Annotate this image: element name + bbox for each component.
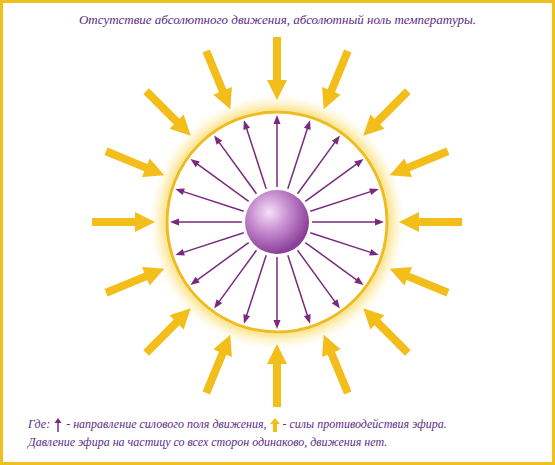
ether-arrow	[267, 344, 287, 407]
particle-sphere	[245, 190, 309, 254]
legend-text: - силы противодействия эфира.	[283, 417, 447, 432]
note-row: Давление эфира на частицу со всех сторон…	[28, 435, 533, 450]
ether-arrow	[399, 212, 462, 232]
ether-arrow	[197, 47, 240, 113]
ether-arrow	[102, 142, 168, 185]
ether-arrow	[197, 331, 240, 397]
field-arrow	[295, 133, 343, 195]
field-arrow	[211, 133, 259, 195]
legend-arrow-icon	[53, 418, 63, 432]
legend-block: Где: - направление силового поля движения…	[28, 417, 533, 453]
legend-arrow-icon	[270, 418, 280, 432]
field-arrow	[241, 254, 270, 325]
legend-row: Где: - направление силового поля движения…	[28, 417, 533, 432]
title: Отсутствие абсолютного движения, абсолют…	[0, 12, 555, 28]
ether-arrow	[139, 301, 198, 360]
ether-arrow	[92, 212, 155, 232]
field-arrow	[211, 248, 259, 310]
field-arrow	[303, 240, 365, 288]
field-arrow	[174, 229, 245, 258]
ether-arrow	[267, 37, 287, 100]
legend-text: - направление силового поля движения,	[66, 417, 266, 432]
ether-arrow	[386, 142, 452, 185]
boundary-circle	[167, 112, 387, 332]
field-arrow	[284, 254, 313, 325]
field-arrow	[188, 240, 250, 288]
ether-arrows	[92, 37, 462, 407]
field-arrow	[274, 115, 281, 187]
field-arrow	[174, 186, 245, 215]
field-arrow	[241, 119, 270, 190]
field-arrow	[188, 156, 250, 204]
field-arrow	[303, 156, 365, 204]
ether-arrow	[102, 259, 168, 302]
ether-arrow	[314, 331, 357, 397]
field-arrows	[170, 115, 384, 329]
field-arrow	[309, 229, 380, 258]
ether-arrow	[356, 301, 415, 360]
field-arrow	[170, 219, 242, 226]
field-arrow	[312, 219, 384, 226]
ether-arrow	[139, 84, 198, 143]
field-arrow	[295, 248, 343, 310]
field-arrow	[284, 119, 313, 190]
legend-lead: Где:	[28, 417, 50, 432]
field-arrow	[309, 186, 380, 215]
ether-arrow	[356, 84, 415, 143]
note-text: Давление эфира на частицу со всех сторон…	[28, 435, 387, 450]
ether-arrow	[386, 259, 452, 302]
field-arrow	[274, 257, 281, 329]
ether-arrow	[314, 47, 357, 113]
